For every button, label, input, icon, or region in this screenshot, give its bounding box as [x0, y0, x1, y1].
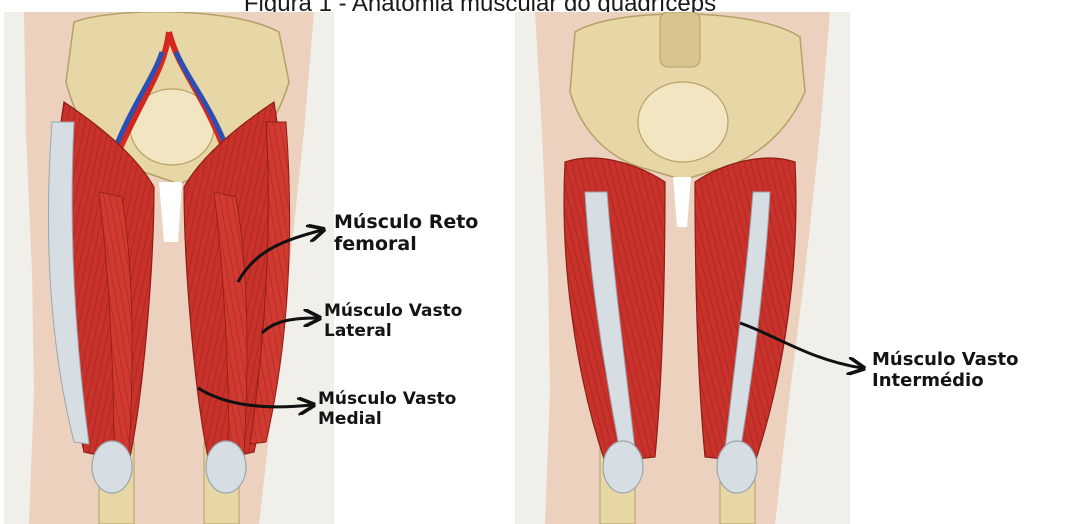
- superficial-thigh-illustration: [4, 12, 334, 524]
- label-vasto-lateral-line2: Lateral: [324, 322, 462, 342]
- label-reto-femoral-line1: Músculo Reto: [334, 212, 478, 234]
- label-vasto-intermedio-line1: Músculo Vasto: [872, 350, 1019, 371]
- label-reto-femoral-line2: femoral: [334, 234, 478, 256]
- label-vasto-medial-line2: Medial: [318, 410, 456, 430]
- label-vasto-medial-line1: Músculo Vasto: [318, 390, 456, 410]
- label-vasto-intermedio: Músculo Vasto Intermédio: [872, 350, 1019, 391]
- label-reto-femoral: Músculo Reto femoral: [334, 212, 478, 256]
- label-vasto-medial: Músculo Vasto Medial: [318, 390, 456, 429]
- label-vasto-lateral-line1: Músculo Vasto: [324, 302, 462, 322]
- deep-thigh-illustration: [515, 12, 850, 524]
- label-vasto-lateral: Músculo Vasto Lateral: [324, 302, 462, 341]
- label-vasto-intermedio-line2: Intermédio: [872, 371, 1019, 392]
